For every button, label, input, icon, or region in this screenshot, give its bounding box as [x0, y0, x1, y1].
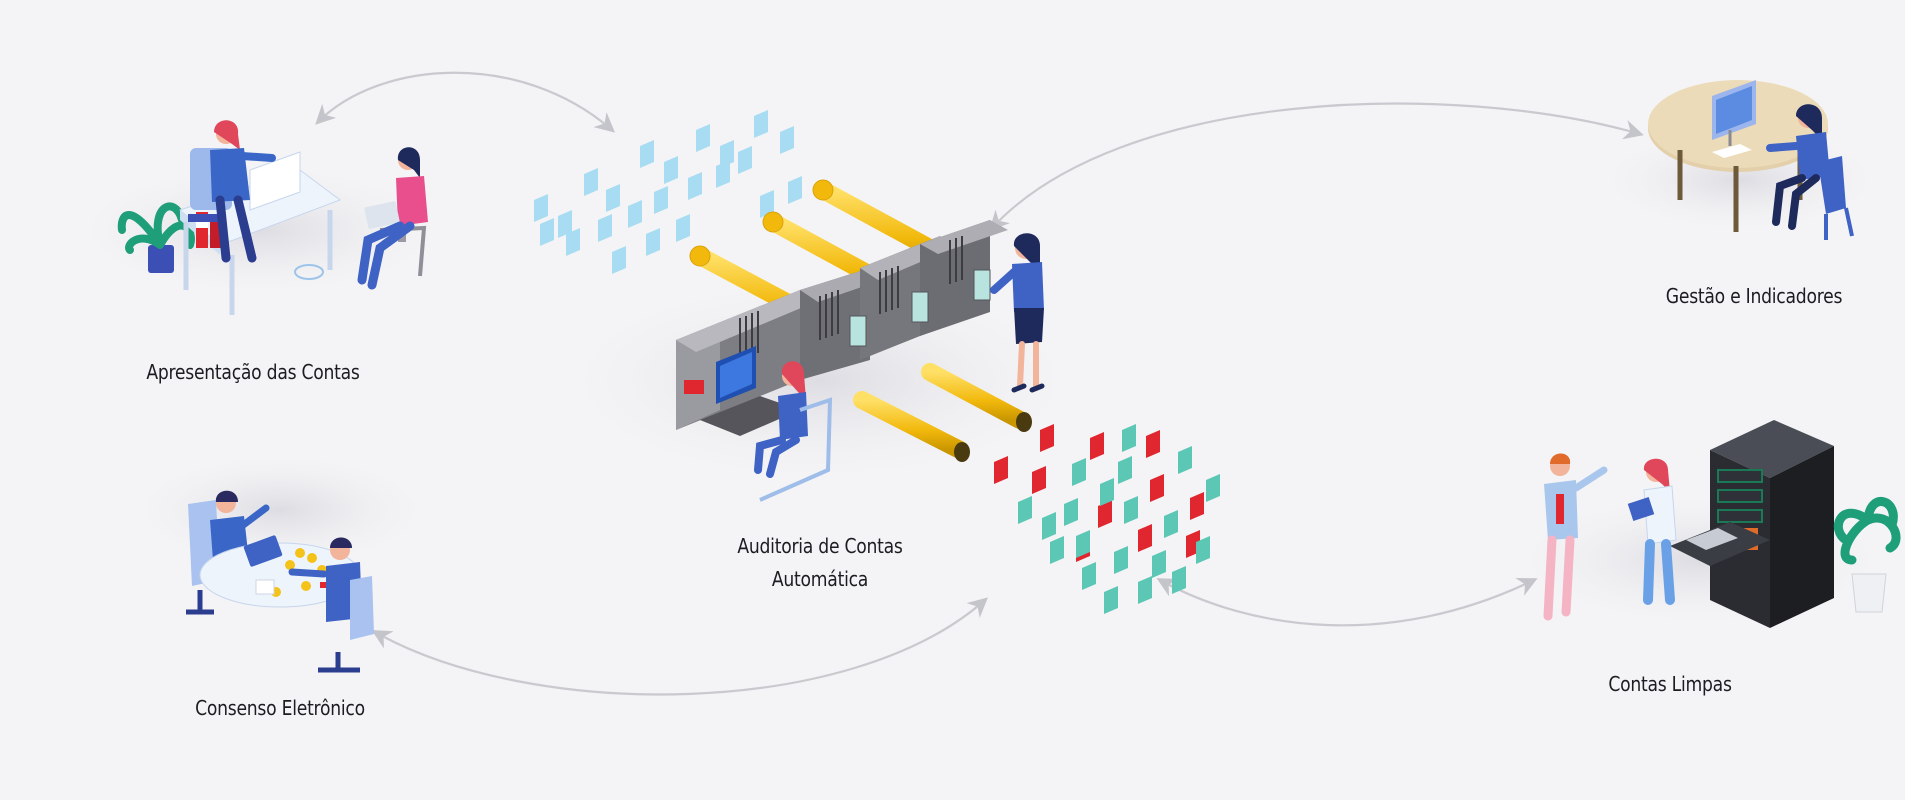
document-sheet-icon: [716, 160, 730, 188]
document-sheet-icon: [1032, 466, 1046, 494]
document-sheet-icon: [738, 146, 752, 174]
document-sheet-icon: [780, 126, 794, 154]
document-sheet-icon: [1082, 562, 1096, 590]
document-sheet-icon: [1172, 566, 1186, 594]
shadow: [540, 270, 1100, 490]
document-sheet-icon: [1090, 432, 1104, 460]
document-sheet-icon: [1064, 498, 1078, 526]
document-sheet-icon: [584, 168, 598, 196]
document-sheet-icon: [664, 156, 678, 184]
document-sheet-icon: [1150, 474, 1164, 502]
document-sheet-icon: [788, 176, 802, 204]
document-sheet-icon: [1104, 586, 1118, 614]
input-documents: [534, 110, 802, 274]
arrow-auditoria-consenso: [371, 597, 988, 696]
label-gestao: Gestão e Indicadores: [1665, 284, 1843, 308]
document-sheet-icon: [628, 200, 642, 228]
arrow-gestao-auditoria: [989, 102, 1644, 231]
document-sheet-icon: [1122, 424, 1136, 452]
meeting-table-illustration: [186, 490, 374, 673]
output-documents: [994, 424, 1220, 614]
document-sheet-icon: [566, 228, 580, 256]
document-sheet-icon: [1100, 478, 1114, 506]
document-sheet-icon: [1164, 510, 1178, 538]
label-contas-limpas: Contas Limpas: [1608, 672, 1732, 696]
document-sheet-icon: [1206, 474, 1220, 502]
document-sheet-icon: [1098, 500, 1112, 528]
document-sheet-icon: [1152, 550, 1166, 578]
document-sheet-icon: [1196, 536, 1210, 564]
round-table-illustration: [1648, 80, 1854, 240]
document-sheet-icon: [1040, 424, 1054, 452]
document-sheet-icon: [606, 184, 620, 212]
document-sheet-icon: [646, 228, 660, 256]
document-sheet-icon: [754, 110, 768, 138]
arrow-limpas-auditoria: [1156, 578, 1538, 627]
document-sheet-icon: [1118, 456, 1132, 484]
document-sheet-icon: [612, 246, 626, 274]
label-auditoria-line2: Automática: [771, 567, 869, 591]
document-sheet-icon: [558, 210, 572, 238]
document-sheet-icon: [1050, 536, 1064, 564]
document-sheet-icon: [994, 456, 1008, 484]
document-sheet-icon: [1138, 524, 1152, 552]
document-sheet-icon: [1042, 512, 1056, 540]
label-apresentacao: Apresentação das Contas: [146, 360, 360, 384]
document-sheet-icon: [1146, 430, 1160, 458]
document-sheet-icon: [598, 214, 612, 242]
server-rack-illustration: [1543, 420, 1901, 628]
printing-machine-illustration: [676, 179, 1045, 502]
arrow-apresentacao-auditoria: [315, 71, 615, 133]
document-sheet-icon: [1124, 496, 1138, 524]
document-sheet-icon: [720, 140, 734, 168]
document-sheet-icon: [640, 140, 654, 168]
label-consenso: Consenso Eletrônico: [195, 696, 365, 720]
document-sheet-icon: [1138, 576, 1152, 604]
document-sheet-icon: [676, 214, 690, 242]
document-sheet-icon: [1018, 496, 1032, 524]
document-sheet-icon: [534, 194, 548, 222]
document-sheet-icon: [540, 218, 554, 246]
document-sheet-icon: [688, 172, 702, 200]
document-sheet-icon: [1076, 530, 1090, 558]
document-sheet-icon: [1190, 492, 1204, 520]
document-sheet-icon: [654, 186, 668, 214]
document-sheet-icon: [1178, 446, 1192, 474]
label-auditoria-line1: Auditoria de Contas: [737, 534, 903, 558]
document-sheet-icon: [696, 124, 710, 152]
document-sheet-icon: [1072, 458, 1086, 486]
document-sheet-icon: [760, 190, 774, 218]
document-sheet-icon: [1114, 546, 1128, 574]
office-desk-illustration: [117, 120, 428, 315]
